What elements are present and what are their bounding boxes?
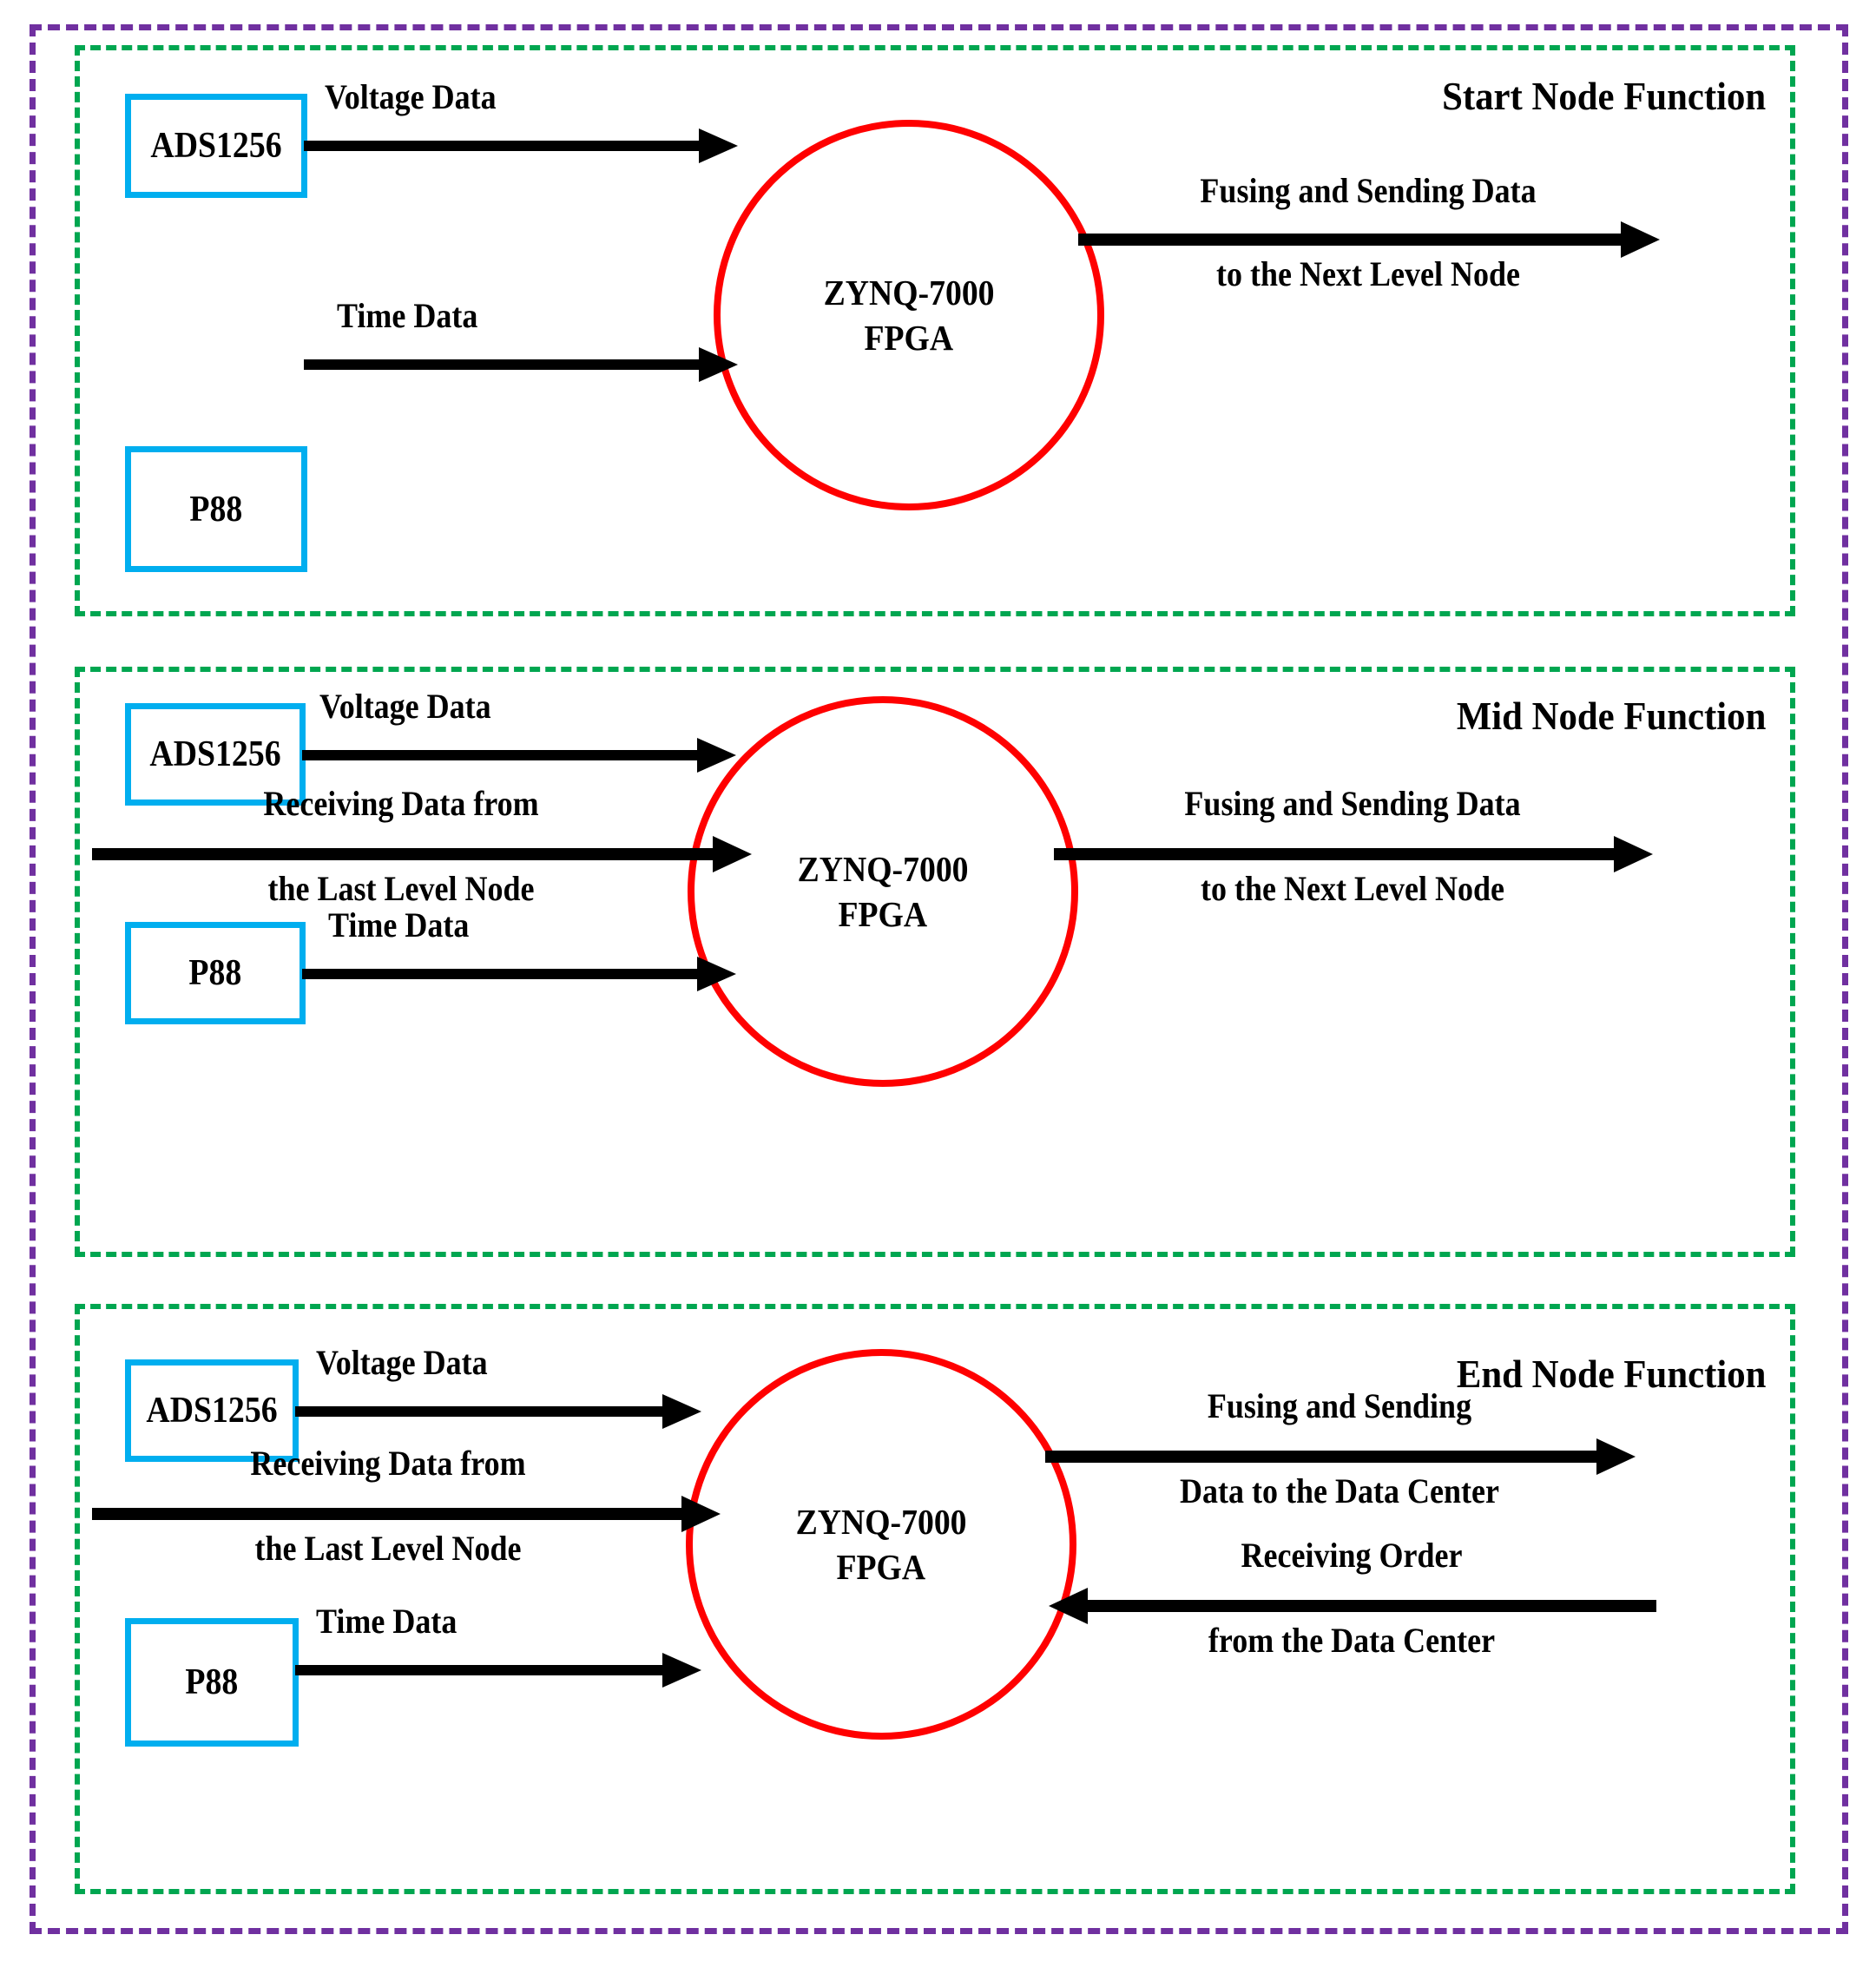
panel-title-mid: Mid Node Function bbox=[1456, 694, 1766, 738]
arrow-fusing-send-next-start bbox=[1078, 220, 1660, 259]
node-label-line2: FPGA bbox=[864, 318, 954, 358]
arrow-label-time-data-end: Time Data bbox=[316, 1602, 457, 1641]
node-label-line1: ZYNQ-7000 bbox=[823, 272, 995, 313]
arrow-label-receiving-last-level-top-end: Receiving Data from bbox=[250, 1444, 526, 1483]
arrow-label-fusing-send-datacenter-bottom-end: Data to the Data Center bbox=[1180, 1471, 1499, 1510]
panel-title-start: Start Node Function bbox=[1441, 74, 1766, 118]
arrow-label-fusing-send-next-top-mid: Fusing and Sending Data bbox=[1184, 784, 1521, 823]
source-box-p88-end[interactable]: P88 bbox=[125, 1618, 299, 1747]
node-circle-zynq-end[interactable]: ZYNQ-7000 FPGA bbox=[686, 1349, 1076, 1740]
panel-mid-node: Mid Node Function ADS1256 P88 ZYNQ-7000 … bbox=[75, 667, 1795, 1257]
source-box-label: ADS1256 bbox=[146, 1391, 278, 1431]
source-box-label: ADS1256 bbox=[149, 734, 281, 774]
arrow-time-data-start bbox=[304, 345, 738, 384]
arrow-label-voltage-data-start: Voltage Data bbox=[325, 77, 497, 116]
node-circle-zynq-start[interactable]: ZYNQ-7000 FPGA bbox=[714, 120, 1104, 510]
arrow-label-voltage-data-mid: Voltage Data bbox=[319, 687, 491, 726]
source-box-ads1256-start[interactable]: ADS1256 bbox=[125, 94, 307, 198]
source-box-label: P88 bbox=[189, 489, 243, 530]
arrow-fusing-send-next-mid bbox=[1054, 835, 1653, 873]
source-box-ads1256-end[interactable]: ADS1256 bbox=[125, 1359, 299, 1462]
source-box-label: ADS1256 bbox=[150, 126, 282, 166]
arrow-label-time-data-mid: Time Data bbox=[328, 905, 470, 944]
arrow-label-receiving-order-top-end: Receiving Order bbox=[1241, 1536, 1463, 1575]
source-box-label: P88 bbox=[185, 1662, 239, 1702]
panel-end-node: End Node Function ADS1256 P88 ZYNQ-7000 … bbox=[75, 1304, 1795, 1894]
source-box-ads1256-mid[interactable]: ADS1256 bbox=[125, 703, 306, 806]
arrow-receiving-last-level-end bbox=[92, 1495, 721, 1533]
arrow-time-data-end bbox=[295, 1651, 701, 1689]
node-circle-zynq-mid[interactable]: ZYNQ-7000 FPGA bbox=[688, 696, 1078, 1087]
source-box-label: P88 bbox=[188, 953, 242, 993]
arrow-label-fusing-send-next-bottom-mid: to the Next Level Node bbox=[1201, 869, 1504, 908]
node-label-line2: FPGA bbox=[836, 1547, 926, 1587]
arrow-receiving-order-datacenter-end bbox=[1049, 1587, 1656, 1625]
arrow-label-fusing-send-datacenter-top-end: Fusing and Sending bbox=[1207, 1386, 1472, 1425]
arrow-label-receiving-last-level-bottom-end: the Last Level Node bbox=[254, 1529, 522, 1568]
arrow-label-receiving-last-level-bottom-mid: the Last Level Node bbox=[267, 869, 535, 908]
panel-title-end: End Node Function bbox=[1456, 1352, 1766, 1396]
arrow-label-voltage-data-end: Voltage Data bbox=[316, 1343, 488, 1382]
node-label-line1: ZYNQ-7000 bbox=[797, 848, 969, 889]
arrow-label-receiving-order-bottom-end: from the Data Center bbox=[1208, 1621, 1496, 1660]
arrow-receiving-last-level-mid bbox=[92, 835, 752, 873]
arrow-label-time-data-start: Time Data bbox=[337, 296, 478, 335]
outer-dashed-frame bbox=[30, 24, 1848, 1934]
panel-start-node: Start Node Function ADS1256 P88 ZYNQ-700… bbox=[75, 45, 1795, 616]
arrow-label-receiving-last-level-top-mid: Receiving Data from bbox=[263, 784, 539, 823]
arrow-fusing-send-datacenter-end bbox=[1045, 1438, 1636, 1476]
arrow-time-data-mid bbox=[302, 955, 736, 993]
arrow-voltage-data-start bbox=[304, 127, 738, 165]
source-box-p88-start[interactable]: P88 bbox=[125, 446, 307, 572]
node-label-line2: FPGA bbox=[838, 894, 928, 934]
arrow-voltage-data-end bbox=[295, 1392, 701, 1431]
source-box-p88-mid[interactable]: P88 bbox=[125, 922, 306, 1024]
arrow-label-fusing-send-next-top-start: Fusing and Sending Data bbox=[1200, 171, 1537, 210]
node-label-line1: ZYNQ-7000 bbox=[795, 1501, 967, 1542]
arrow-label-fusing-send-next-bottom-start: to the Next Level Node bbox=[1216, 254, 1520, 293]
arrow-voltage-data-mid bbox=[302, 736, 736, 774]
